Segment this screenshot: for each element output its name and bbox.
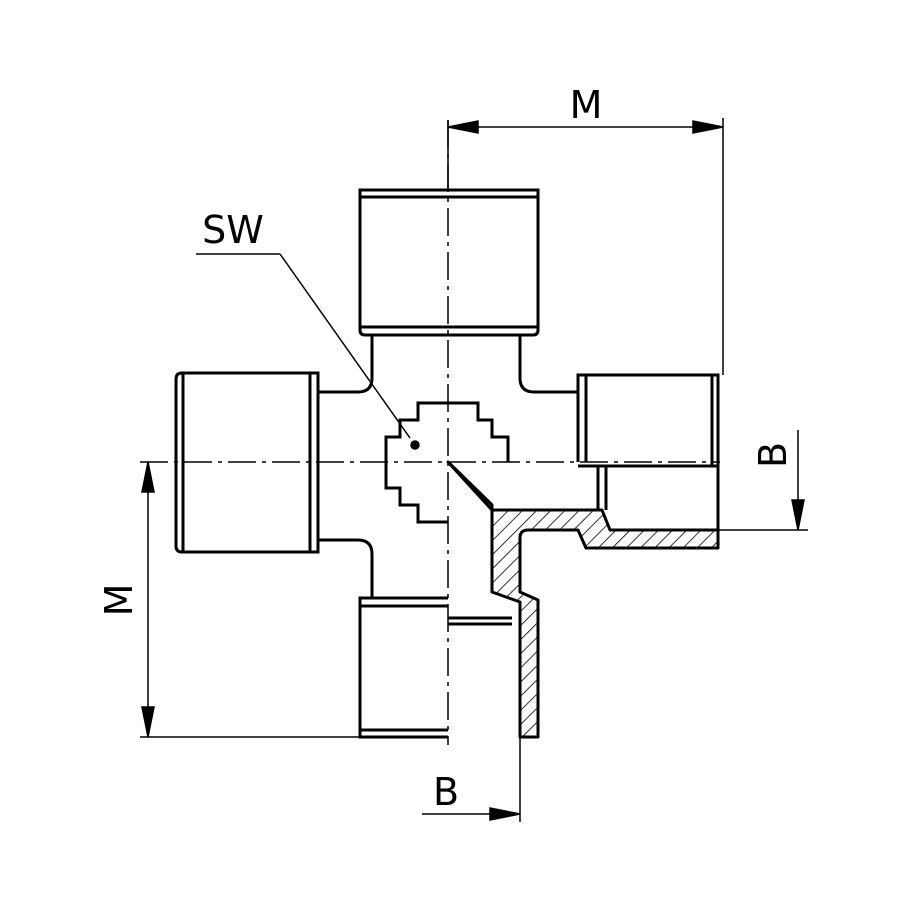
bottom-port	[358, 596, 448, 739]
label-m-left: M	[97, 584, 141, 617]
right-port	[576, 373, 720, 466]
dimension-m-left	[140, 461, 360, 738]
label-sw: SW	[202, 208, 264, 252]
dimension-b-right	[718, 430, 808, 531]
dimension-m-top	[447, 118, 724, 375]
label-b-right: B	[751, 442, 795, 468]
top-port	[358, 188, 540, 337]
label-b-bottom: B	[433, 770, 459, 814]
label-m-top: M	[570, 83, 603, 127]
fitting-body	[318, 335, 578, 598]
section-view	[446, 460, 720, 739]
dimension-b-bottom	[422, 737, 521, 822]
center-lines	[140, 120, 720, 745]
sw-leader	[196, 253, 420, 450]
